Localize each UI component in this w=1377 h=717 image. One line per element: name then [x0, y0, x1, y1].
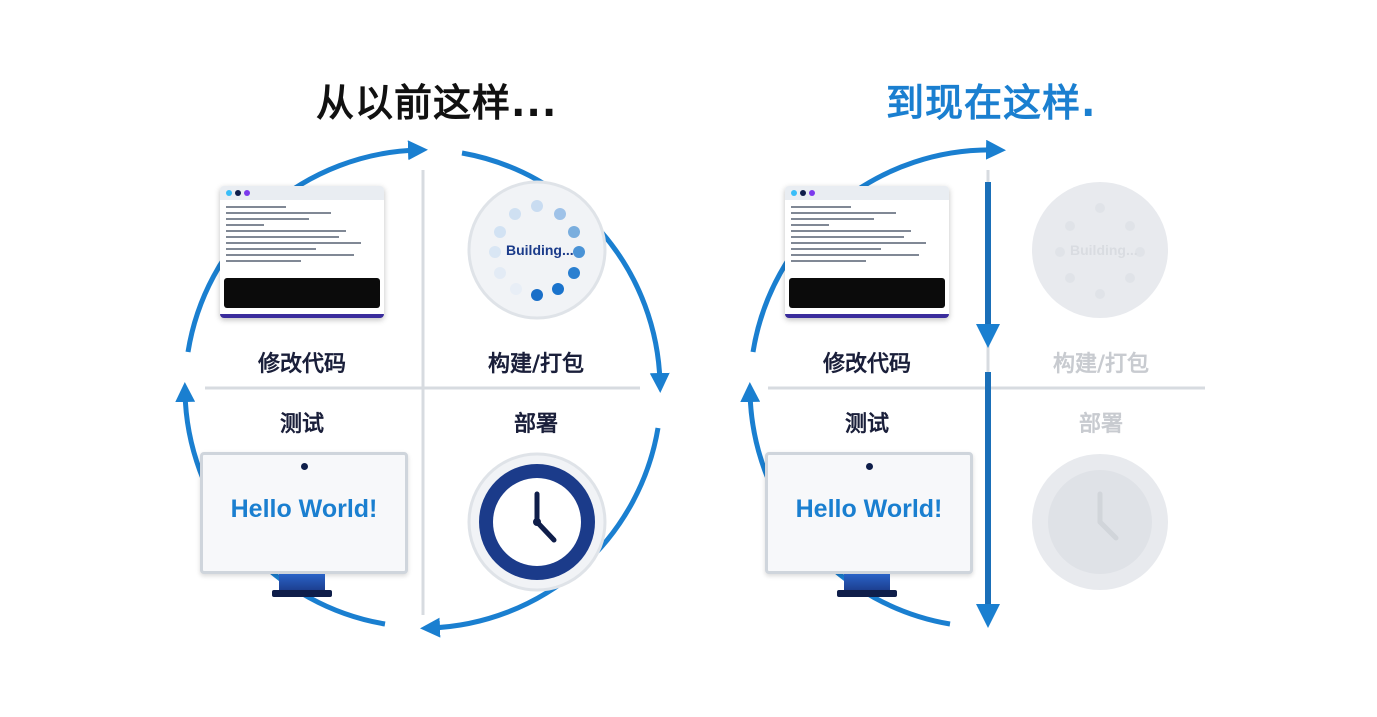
- window-dot-icon: [809, 190, 815, 196]
- left-building-disc: [467, 180, 607, 320]
- window-dot-icon: [791, 190, 797, 196]
- code-lines: [226, 206, 376, 266]
- right-clock-icon: [1097, 491, 1119, 541]
- right-hello-text: Hello World!: [795, 495, 943, 523]
- left-code-editor: [220, 186, 384, 318]
- camera-dot-icon: [301, 463, 308, 470]
- left-building-label: Building...: [506, 242, 574, 258]
- right-spinner-icon: [1055, 203, 1145, 299]
- left-hello-text: Hello World!: [230, 495, 378, 523]
- left-label-test: 测试: [279, 412, 324, 437]
- left-cycle-graphic: [175, 140, 670, 638]
- left-label-deploy: 部署: [513, 412, 558, 437]
- monitor-stand: [279, 574, 325, 592]
- right-label-build: 构建/打包: [1052, 352, 1150, 377]
- left-label-build: 构建/打包: [487, 352, 585, 377]
- window-dot-icon: [244, 190, 250, 196]
- left-title: 从以前这样...: [316, 81, 558, 125]
- right-building-label: Building...: [1070, 242, 1138, 258]
- right-monitor: Hello World!: [765, 452, 973, 574]
- window-dot-icon: [226, 190, 232, 196]
- left-clock-icon: [533, 491, 557, 543]
- terminal-panel: [789, 278, 945, 308]
- window-titlebar: [220, 186, 384, 200]
- window-dot-icon: [800, 190, 806, 196]
- monitor-base: [272, 590, 332, 597]
- window-titlebar: [785, 186, 949, 200]
- terminal-panel: [224, 278, 380, 308]
- monitor-base: [837, 590, 897, 597]
- camera-dot-icon: [866, 463, 873, 470]
- right-building-disc: [1032, 182, 1168, 318]
- right-label-test: 测试: [844, 412, 889, 437]
- window-dot-icon: [235, 190, 241, 196]
- code-lines: [791, 206, 941, 266]
- left-spinner-icon: [489, 200, 585, 301]
- right-label-deploy: 部署: [1078, 412, 1123, 437]
- left-label-code: 修改代码: [257, 352, 346, 377]
- left-monitor: Hello World!: [200, 452, 408, 574]
- right-label-code: 修改代码: [822, 352, 911, 377]
- monitor-stand: [844, 574, 890, 592]
- right-code-editor: [785, 186, 949, 318]
- right-title: 到现在这样.: [886, 81, 1097, 125]
